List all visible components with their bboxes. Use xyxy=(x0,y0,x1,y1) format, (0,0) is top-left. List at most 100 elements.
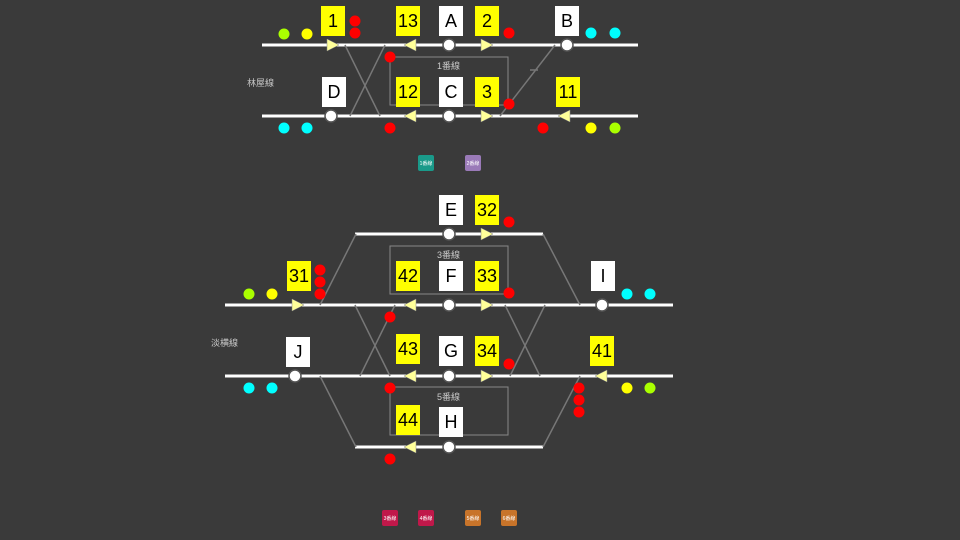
arrow-left xyxy=(403,440,417,454)
signal-red xyxy=(384,382,396,394)
signal-box-44[interactable]: 44 xyxy=(396,405,420,435)
platform-label-3: 3番線 xyxy=(437,250,461,260)
arrow-right xyxy=(291,298,305,312)
signal-yellow xyxy=(266,288,278,300)
signal-green xyxy=(243,288,255,300)
station-box-J[interactable]: J xyxy=(286,337,310,367)
node-C xyxy=(442,109,456,123)
route-button-4[interactable]: 4番線 xyxy=(418,510,434,526)
signal-cyan xyxy=(301,122,313,134)
node-A xyxy=(442,38,456,52)
arrow-left xyxy=(403,369,417,383)
signal-yellow xyxy=(585,122,597,134)
signal-box-31[interactable]: 31 xyxy=(287,261,311,291)
signal-green xyxy=(278,28,290,40)
signal-box-13[interactable]: 13 xyxy=(396,6,420,36)
arrow-right xyxy=(480,38,494,52)
signal-red xyxy=(314,288,326,300)
signal-lamps xyxy=(243,15,656,465)
signal-green xyxy=(644,382,656,394)
station-box-I[interactable]: I xyxy=(591,261,615,291)
arrow-left xyxy=(403,298,417,312)
station-box-E[interactable]: E xyxy=(439,195,463,225)
signal-red xyxy=(384,51,396,63)
arrow-right xyxy=(480,298,494,312)
signal-red xyxy=(503,98,515,110)
signal-cyan xyxy=(585,27,597,39)
station-box-B[interactable]: B xyxy=(555,6,579,36)
route-button-5[interactable]: 5番線 xyxy=(465,510,481,526)
signal-yellow xyxy=(621,382,633,394)
platform-label-1: 1番線 xyxy=(437,61,461,71)
signal-cyan xyxy=(644,288,656,300)
station-box-F[interactable]: F xyxy=(439,261,463,291)
signal-red xyxy=(503,216,515,228)
signal-box-34[interactable]: 34 xyxy=(475,336,499,366)
platform-3-outline xyxy=(389,245,509,295)
arrow-right xyxy=(480,109,494,123)
arrow-left xyxy=(403,38,417,52)
signal-red xyxy=(503,358,515,370)
signal-red xyxy=(537,122,549,134)
route-button-3[interactable]: 3番線 xyxy=(382,510,398,526)
route-button-6[interactable]: 6番線 xyxy=(501,510,517,526)
route-button-2[interactable]: 2番線 xyxy=(465,155,481,171)
station-box-D[interactable]: D xyxy=(322,77,346,107)
arrow-right xyxy=(480,227,494,241)
platform-label-5: 5番線 xyxy=(437,392,461,402)
station-box-H[interactable]: H xyxy=(439,407,463,437)
arrow-left xyxy=(557,109,571,123)
node-G xyxy=(442,369,456,383)
node-D xyxy=(324,109,338,123)
signal-red xyxy=(573,406,585,418)
signal-red xyxy=(573,382,585,394)
signal-box-3[interactable]: 3 xyxy=(475,77,499,107)
signal-box-11[interactable]: 11 xyxy=(556,77,580,107)
node-H xyxy=(442,440,456,454)
signal-box-42[interactable]: 42 xyxy=(396,261,420,291)
signal-red xyxy=(503,27,515,39)
arrow-left xyxy=(594,369,608,383)
route-button-1[interactable]: 1番線 xyxy=(418,155,434,171)
arrow-right xyxy=(326,38,340,52)
signal-cyan xyxy=(609,27,621,39)
signal-cyan xyxy=(243,382,255,394)
signal-red xyxy=(384,453,396,465)
signal-red xyxy=(384,311,396,323)
signal-box-33[interactable]: 33 xyxy=(475,261,499,291)
signal-box-2[interactable]: 2 xyxy=(475,6,499,36)
station-box-A[interactable]: A xyxy=(439,6,463,36)
signal-box-32[interactable]: 32 xyxy=(475,195,499,225)
signal-cyan xyxy=(278,122,290,134)
signal-red xyxy=(349,15,361,27)
station-box-G[interactable]: G xyxy=(439,336,463,366)
signal-green xyxy=(609,122,621,134)
signal-box-41[interactable]: 41 xyxy=(590,336,614,366)
signal-box-12[interactable]: 12 xyxy=(396,77,420,107)
station-nodes xyxy=(288,38,609,454)
node-J xyxy=(288,369,302,383)
node-I xyxy=(595,298,609,312)
line-label-upper: 林屋線 xyxy=(247,78,275,88)
signal-yellow xyxy=(301,28,313,40)
signal-red xyxy=(349,27,361,39)
signal-box-1[interactable]: 1 xyxy=(321,6,345,36)
node-E xyxy=(442,227,456,241)
signal-cyan xyxy=(621,288,633,300)
arrow-left xyxy=(403,109,417,123)
signal-red xyxy=(503,287,515,299)
signal-cyan xyxy=(266,382,278,394)
signal-red xyxy=(314,264,326,276)
signal-red xyxy=(384,122,396,134)
direction-arrows xyxy=(291,38,608,454)
signal-red xyxy=(314,276,326,288)
node-F xyxy=(442,298,456,312)
station-box-C[interactable]: C xyxy=(439,77,463,107)
signal-box-43[interactable]: 43 xyxy=(396,334,420,364)
node-B xyxy=(560,38,574,52)
signal-red xyxy=(573,394,585,406)
arrow-right xyxy=(480,369,494,383)
lower-crossovers xyxy=(319,233,581,448)
line-label-lower: 淡横線 xyxy=(211,338,239,348)
